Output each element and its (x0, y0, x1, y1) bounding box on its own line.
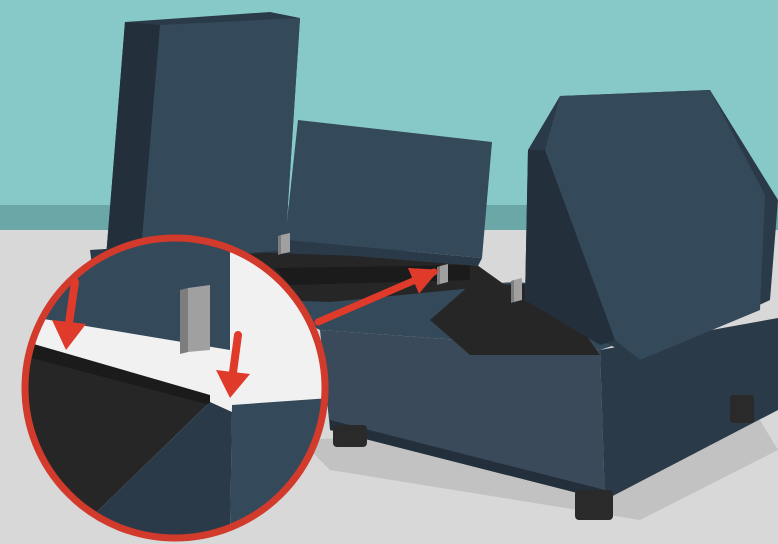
left-back-cushion (105, 12, 300, 270)
front-leg-right (575, 490, 613, 520)
back-leg-right (730, 395, 754, 423)
clip-left (278, 233, 290, 255)
middle-back-cushion (280, 120, 492, 266)
clip-right (511, 278, 522, 303)
front-leg-left (333, 425, 367, 447)
callout-magnifier (20, 238, 330, 538)
clip-middle (437, 264, 448, 285)
